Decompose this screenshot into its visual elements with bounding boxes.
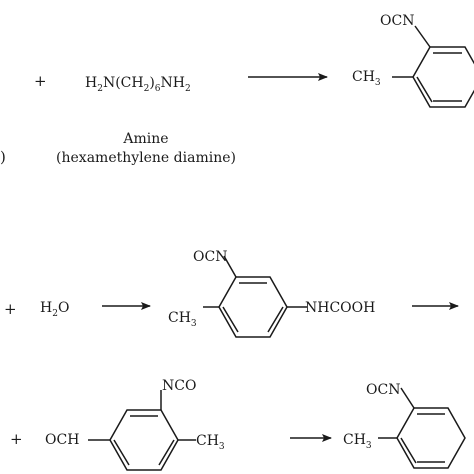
benzene-ring: [203, 255, 307, 338]
methyl-group: CH3: [352, 69, 381, 88]
bond-ocn: [414, 25, 431, 48]
water-formula: H2O: [40, 300, 69, 319]
plus-sign: +: [34, 72, 47, 90]
benzene-ring: [392, 25, 474, 108]
methyl-group: CH3: [196, 433, 225, 452]
methyl-group: CH3: [168, 310, 197, 329]
reaction-1: ) + H2N(CH2)6NH2 Amine (hexamethylene di…: [0, 13, 474, 166]
amine-name: (hexamethylene diamine): [56, 150, 236, 166]
paren-fragment: ): [0, 148, 6, 166]
carbamic-acid-group: NHCOOH: [305, 300, 375, 316]
reaction-3: + OCH NCO CH3 OCN CH3: [10, 378, 466, 471]
plus-sign: +: [4, 300, 17, 318]
ocn-group: OCN: [380, 13, 414, 29]
och-group: OCH: [45, 432, 79, 448]
methyl-group: CH3: [343, 432, 372, 451]
amine-formula: H2N(CH2)6NH2: [85, 75, 191, 94]
benzene-ring: [378, 387, 466, 469]
ocn-group: OCN: [366, 382, 400, 398]
bond-ocn: [223, 255, 237, 278]
plus-sign: +: [10, 430, 23, 448]
bond-ocn: [400, 387, 415, 409]
benzene-ring: [88, 390, 196, 471]
amine-title: Amine: [122, 131, 168, 147]
reaction-2: + H2O OCN CH3 NHCOOH: [4, 249, 459, 338]
ocn-group: OCN: [193, 249, 227, 265]
nco-group: NCO: [162, 378, 196, 394]
